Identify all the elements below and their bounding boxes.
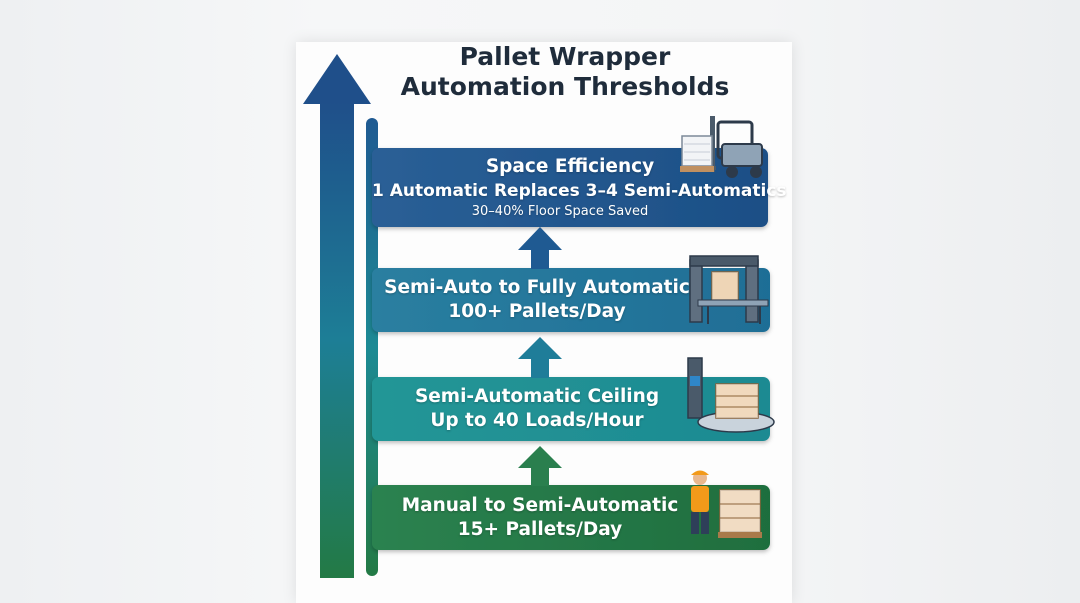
step-1-subdetail: 30–40% Floor Space Saved xyxy=(471,204,649,219)
automatic-wrapper-icon xyxy=(689,255,769,324)
step-4-text: Manual to Semi-Automatic 15+ Pallets/Day xyxy=(372,494,708,542)
connector-arrow-1 xyxy=(518,227,562,269)
step-band-4 xyxy=(372,485,770,550)
side-rail xyxy=(366,118,378,576)
step-3-title: Semi-Automatic Ceiling xyxy=(414,386,660,407)
step-1-text: Space Efficiency 1 Automatic Replaces 3–… xyxy=(372,155,787,221)
page-title: Pallet Wrapper Automation Thresholds xyxy=(380,42,750,102)
main-arrow xyxy=(303,54,371,578)
main-arrow-shaft xyxy=(320,102,354,578)
step-2-detail: 100+ Pallets/Day xyxy=(448,301,626,322)
step-band-1 xyxy=(372,148,768,227)
step-4-title: Manual to Semi-Automatic xyxy=(401,495,679,516)
turntable-wrapper-icon xyxy=(687,357,775,433)
step-2-title: Semi-Auto to Fully Automatic xyxy=(384,277,690,298)
step-band-2 xyxy=(372,268,770,332)
title-line-1: Pallet Wrapper xyxy=(459,42,671,71)
step-1-title: Space Efficiency xyxy=(485,156,655,177)
step-2-text: Semi-Auto to Fully Automatic 100+ Pallet… xyxy=(372,276,702,324)
step-3-detail: Up to 40 Loads/Hour xyxy=(430,410,644,431)
step-3-text: Semi-Automatic Ceiling Up to 40 Loads/Ho… xyxy=(372,385,702,433)
step-band-3 xyxy=(372,377,770,441)
forklift-icon xyxy=(680,116,763,178)
worker-icon xyxy=(691,470,762,538)
connector-arrow-2 xyxy=(518,337,562,378)
step-1-detail: 1 Automatic Replaces 3–4 Semi-Automatics xyxy=(372,181,787,201)
title-line-2: Automation Thresholds xyxy=(400,72,730,101)
step-4-detail: 15+ Pallets/Day xyxy=(457,519,623,540)
connector-arrow-3 xyxy=(518,446,562,486)
main-arrow-head xyxy=(303,54,371,104)
